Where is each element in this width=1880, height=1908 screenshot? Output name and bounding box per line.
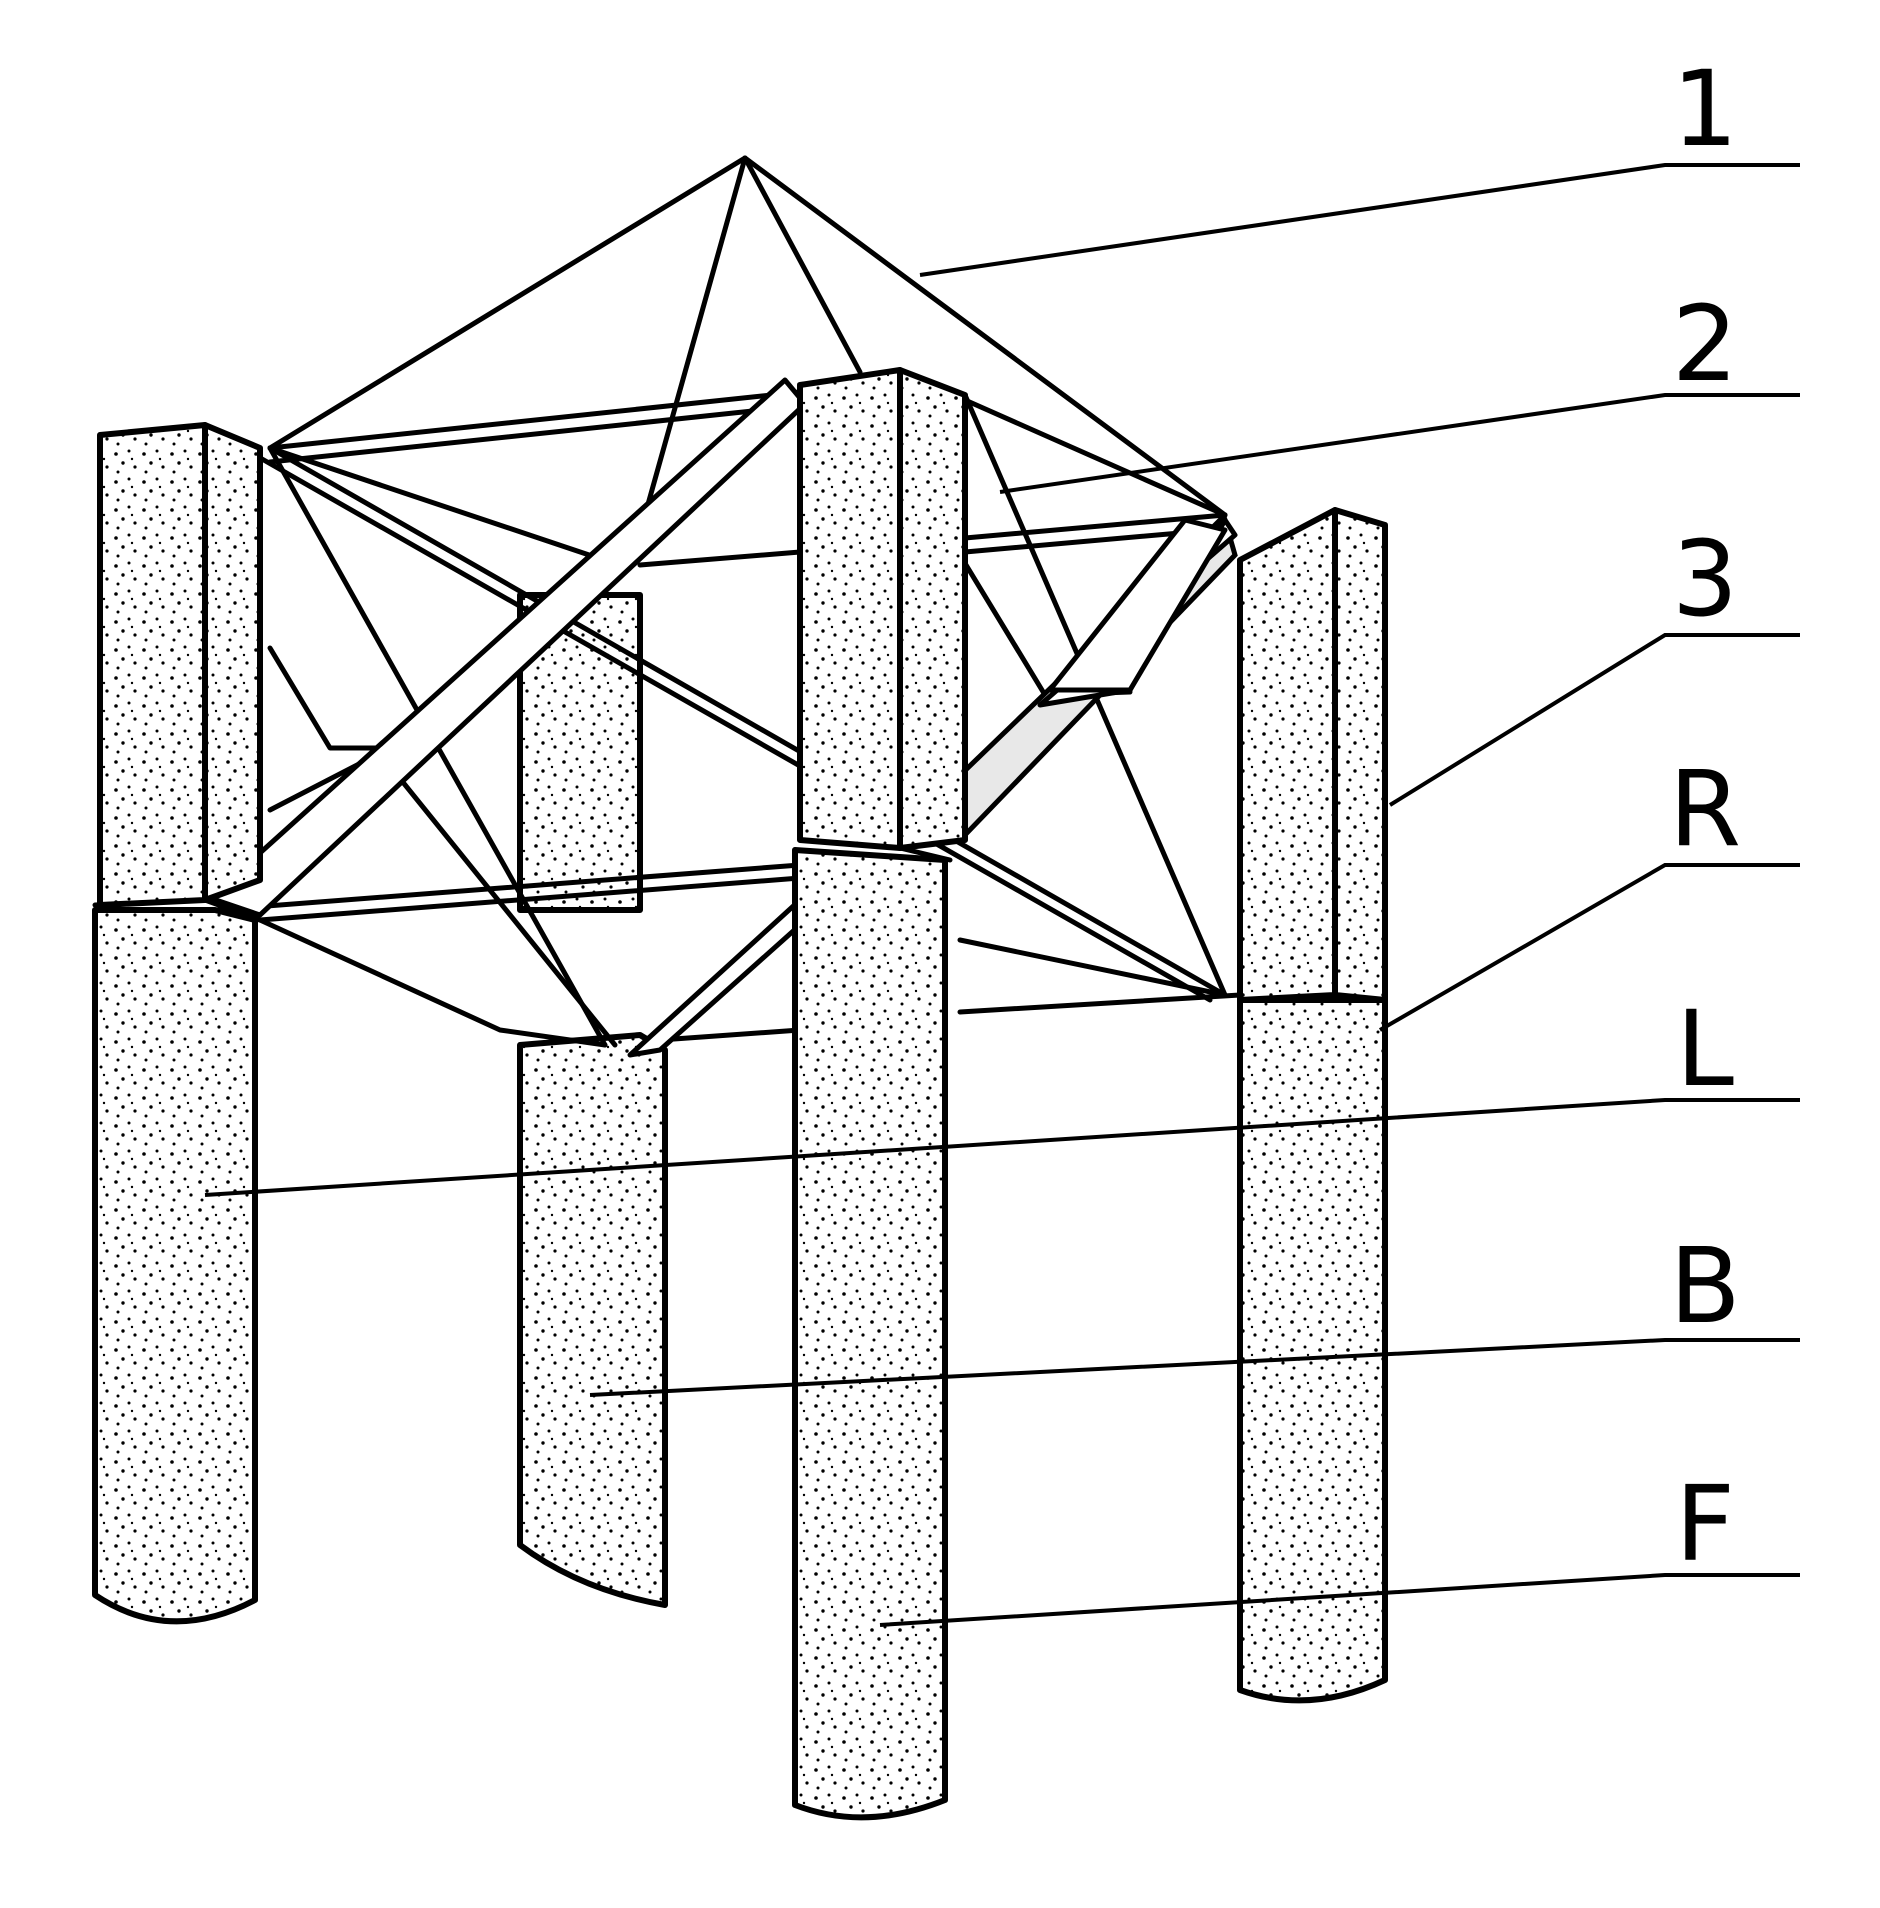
label-R: R [1669,748,1741,870]
label-B: B [1669,1225,1740,1347]
label-1: 1 [1672,48,1738,170]
labels: 1 2 3 R L B F [1669,48,1741,1585]
top-right-bracket [1047,517,1228,693]
wide-strap-1 [207,377,808,1058]
bracing-frame [212,155,1243,1048]
leg-left [92,422,263,1625]
leg-back-left [517,592,668,1608]
label-3: 3 [1672,518,1738,640]
leg-center [792,367,968,1821]
label-F: F [1675,1463,1735,1585]
leg-right [1237,507,1388,1704]
label-L: L [1676,988,1734,1110]
label-2: 2 [1672,283,1738,405]
leader-lines [204,163,1800,1627]
